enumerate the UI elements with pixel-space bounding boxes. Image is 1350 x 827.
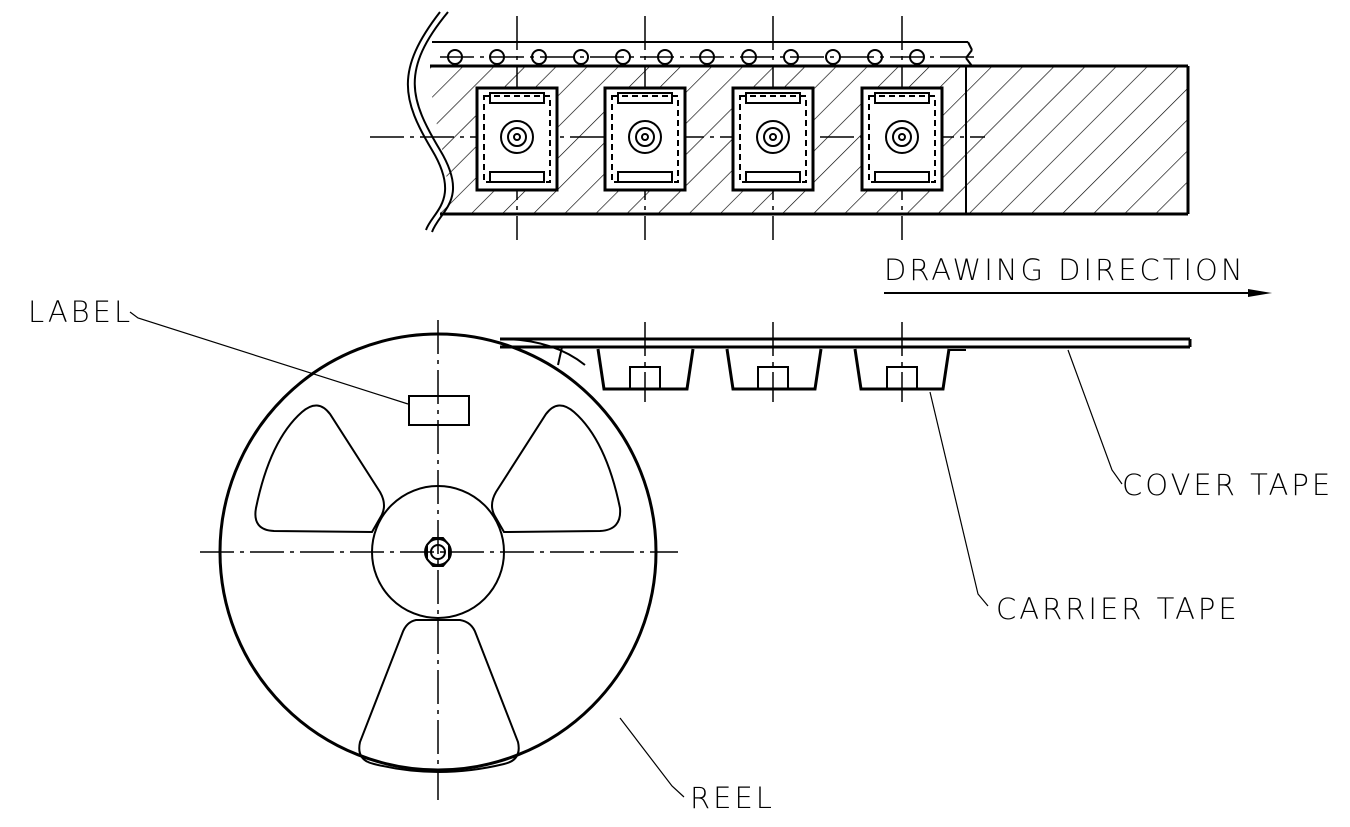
pocket-2 [603,86,687,192]
reel-label-rect [408,395,470,426]
sprocket-holes [447,49,925,65]
reel-window-bottom [358,619,520,773]
drawing-direction-label: DRAWING DIRECTION [884,253,1246,287]
pocket-4 [860,86,944,192]
callout-carrier-tape: CARRIER TAPE [929,391,1240,626]
carrier-tape-callout-text: CARRIER TAPE [996,592,1240,626]
reel-window-left [254,404,385,534]
side-pocket-2 [725,348,823,391]
carrier-tape-top-view [370,11,1190,240]
reel-callout-text: REEL [690,781,775,815]
callout-cover-tape: COVER TAPE [1067,349,1333,502]
reel-window-right [491,404,622,534]
tape-side-view [500,322,1192,402]
cover-tape-callout-text: COVER TAPE [1122,468,1333,502]
reel [200,320,678,800]
callout-reel: REEL [619,717,775,815]
arrow-right-icon [1248,289,1272,297]
label-callout-text: LABEL [28,295,133,329]
callout-label: LABEL [28,295,409,405]
pocket-3 [731,86,815,192]
drawing-direction-indicator: DRAWING DIRECTION [884,253,1272,297]
pocket-1 [475,86,559,192]
